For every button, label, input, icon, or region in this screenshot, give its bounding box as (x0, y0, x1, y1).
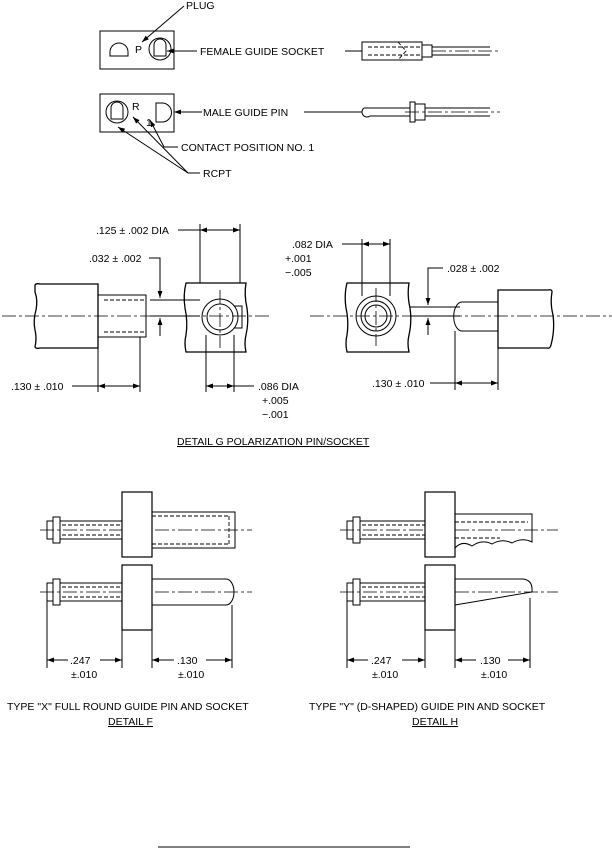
g-dim-125: .125 ± .002 DIA (96, 225, 169, 237)
female-socket-tail (421, 44, 433, 58)
g-dim-082-plus: +.001 (285, 253, 312, 265)
f-socket-barrel (151, 511, 236, 549)
g-center-block (183, 282, 249, 353)
f-socket-shoulder (121, 491, 153, 558)
detail-h: .247 ±.010 .130 ±.010 TYPE "Y" (D-SHAPED… (309, 491, 558, 728)
plug-socket-inner (153, 38, 167, 57)
h-pin-shoulder (424, 564, 456, 631)
h-dim-130: .130 (480, 655, 501, 667)
h-dim-247-tol: ±.010 (372, 669, 398, 681)
g-title: DETAIL G POLARIZATION PIN/SOCKET (177, 436, 370, 448)
rcpt-d-cavity (155, 102, 172, 123)
detail-f: .247 ±.010 .130 ±.010 TYPE "X" FULL ROUN… (7, 491, 252, 728)
h-pin (454, 578, 533, 606)
h-socket-shoulder (424, 491, 456, 558)
g-dim-086-minus: −.001 (262, 409, 289, 421)
f-dim-247: .247 (70, 655, 91, 667)
g-right-pin (453, 301, 498, 332)
contact-position-leader (149, 119, 178, 148)
h-dim-247: .247 (371, 655, 392, 667)
detail-g: .125 ± .002 DIA .032 ± .002 .130 ± .010 … (2, 224, 612, 448)
g-dim-086: .086 DIA (258, 381, 299, 393)
f-dim-130: .130 (177, 655, 198, 667)
g-dim-086-plus: +.005 (262, 395, 289, 407)
h-caption: TYPE "Y" (D-SHAPED) GUIDE PIN AND SOCKET (309, 701, 546, 713)
g-right-body (497, 289, 555, 349)
g-right-block (344, 282, 412, 353)
f-dim-130-tol: ±.010 (178, 669, 204, 681)
male-pin-tip (361, 107, 411, 118)
rcpt-pin-outer (105, 100, 129, 124)
g-dim-130-right: .130 ± .010 (372, 378, 425, 390)
f-pin (152, 578, 235, 606)
g-left-body (33, 283, 99, 349)
female-socket-body (361, 41, 423, 61)
plug-leader (141, 5, 185, 43)
g-dim-028: .028 ± .002 (447, 263, 500, 275)
plug-face (99, 30, 175, 70)
male-pin-label: MALE GUIDE PIN (203, 107, 288, 119)
rcpt-label: RCPT (203, 168, 232, 180)
f-dim-247-tol: ±.010 (71, 669, 97, 681)
rcpt-face-group: R 1 MALE GUIDE PIN CONTACT POSITION NO. … (99, 93, 500, 180)
h-detail: DETAIL H (412, 716, 458, 728)
rcpt-pin-inner (110, 101, 124, 120)
g-dim-082-minus: −.005 (285, 267, 312, 279)
plug-d-cavity (109, 42, 129, 57)
plug-letter: P (135, 44, 142, 56)
g-dim-130-left: .130 ± .010 (11, 381, 64, 393)
plug-face-group: P PLUG FEMALE GUIDE SOCKET (99, 0, 500, 70)
rcpt-letter: R (132, 101, 140, 113)
h-dim-130-tol: ±.010 (481, 669, 507, 681)
rcpt-leader-2 (117, 126, 189, 174)
plug-socket-outer (148, 37, 172, 61)
h-socket-barrel (454, 513, 533, 549)
f-caption: TYPE "X" FULL ROUND GUIDE PIN AND SOCKET (7, 701, 249, 713)
f-pin-shoulder (121, 564, 153, 631)
f-detail: DETAIL F (108, 716, 153, 728)
plug-label: PLUG (186, 0, 215, 12)
position-number: 1 (146, 117, 152, 129)
female-socket-label: FEMALE GUIDE SOCKET (200, 46, 325, 58)
g-dim-032: .032 ± .002 (89, 253, 142, 265)
contact-position-label: CONTACT POSITION NO. 1 (181, 142, 314, 154)
g-dim-082: .082 DIA (292, 239, 333, 251)
